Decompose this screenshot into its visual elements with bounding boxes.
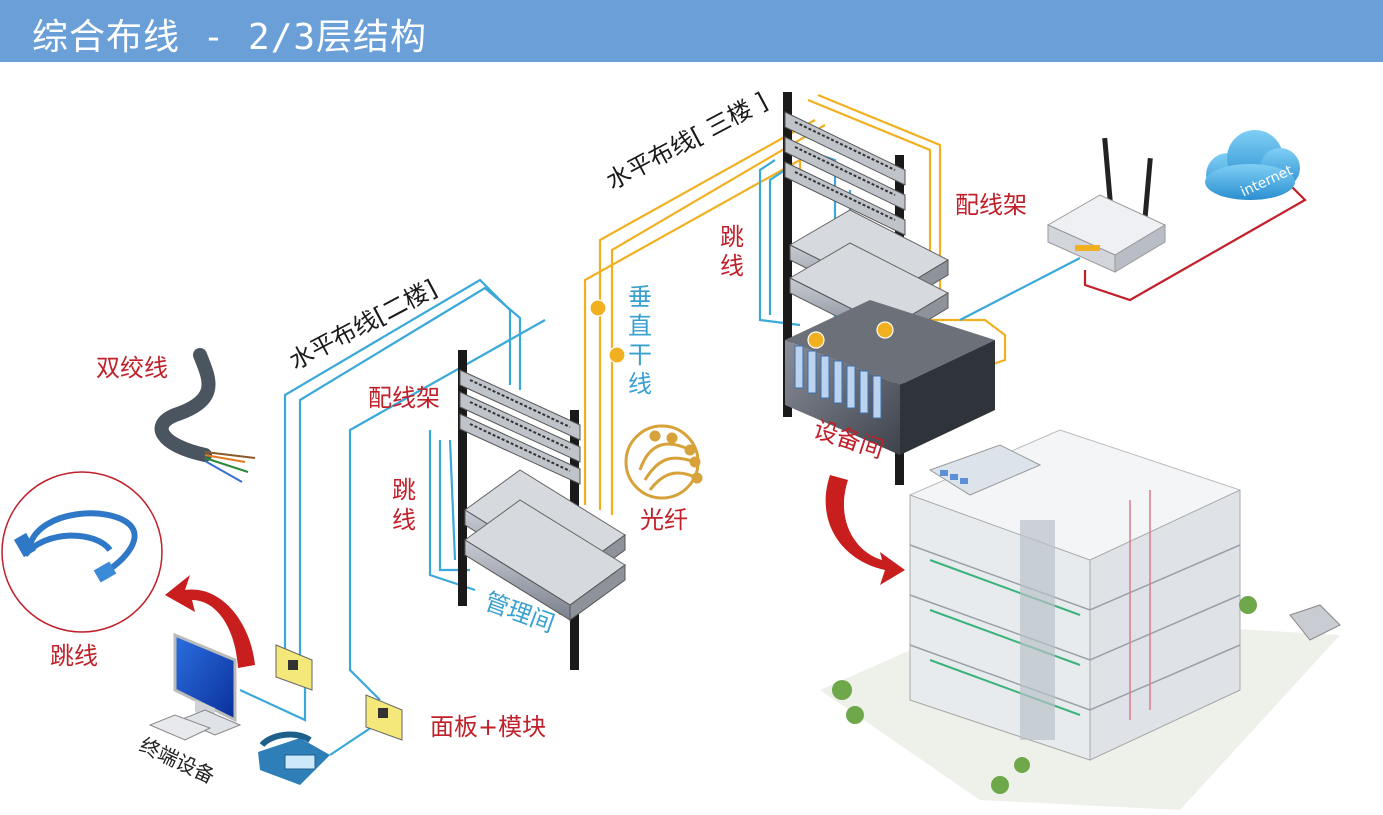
patch-panel-2f-label: 配线架 xyxy=(368,384,440,412)
rack-3f xyxy=(783,92,995,485)
fiber-label: 光纤 xyxy=(640,506,688,534)
backbone-label-1: 垂 xyxy=(628,283,652,311)
curved-arrow-left xyxy=(165,575,255,668)
patch-panel-3f xyxy=(784,111,906,236)
wall-plate-2 xyxy=(365,694,403,741)
horizontal-3f-label: 水平布线[ 三楼 ] xyxy=(602,87,772,195)
backbone-label-3: 干 xyxy=(628,341,652,369)
fiber-bundle-icon xyxy=(624,424,703,500)
patch-panel-3f-label: 配线架 xyxy=(955,191,1027,219)
backbone-label-4: 线 xyxy=(628,370,652,398)
horizontal-2f-label: 水平布线[二楼] xyxy=(285,274,442,375)
patch-panel-2f xyxy=(459,369,581,485)
patch-cord-icon xyxy=(1,471,163,633)
switch-2f xyxy=(464,469,626,621)
header-bar: 综合布线 - 2/3层结构 xyxy=(0,0,1383,62)
jumper-2f-label-b: 线 xyxy=(392,506,416,534)
terminal-label: 终端设备 xyxy=(136,733,219,789)
page-title: 综合布线 - 2/3层结构 xyxy=(32,17,428,58)
backbone-label-2: 直 xyxy=(628,312,652,340)
building-illustration xyxy=(820,429,1341,810)
curved-arrow-down xyxy=(825,475,905,585)
internet-cloud-icon: internet xyxy=(1205,130,1300,200)
patch-cord-label: 跳线 xyxy=(50,642,98,670)
twisted-pair-cable-icon xyxy=(154,348,256,483)
rack-2f xyxy=(458,350,626,670)
telephone-icon xyxy=(258,731,330,785)
wall-plate-1 xyxy=(275,644,313,691)
fiber-connector-icon xyxy=(589,299,894,364)
twisted-pair-label: 双绞线 xyxy=(96,354,168,382)
panel-module-label: 面板+模块 xyxy=(430,713,546,741)
server-3f xyxy=(785,300,995,455)
computer-icon xyxy=(148,632,242,741)
jumper-3f-label-b: 线 xyxy=(720,252,744,280)
router-icon xyxy=(1046,137,1167,273)
internet-cable xyxy=(1083,184,1307,302)
jumper-3f-label-a: 跳 xyxy=(720,223,744,251)
jumper-2f-label-a: 跳 xyxy=(392,476,416,504)
